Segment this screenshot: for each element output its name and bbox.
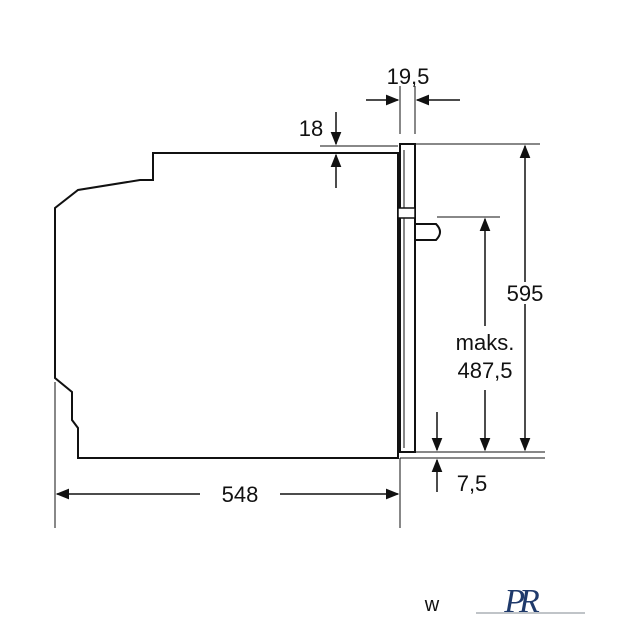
dim-487-label: 487,5 [457,358,512,383]
dim-19-label: 19,5 [387,64,430,89]
control-knob [414,223,441,241]
dim-548-label: 548 [222,482,259,507]
front-panel [399,143,416,453]
dim-max-label: maks. [456,330,515,355]
oven-body-outline [54,152,399,459]
watermark-text: w [424,594,440,616]
dim-7-label: 7,5 [457,471,488,496]
dim-595-label: 595 [507,281,544,306]
control-panel-step [397,207,416,219]
pr-monogram-logo: PR [476,583,585,620]
svg-text:PR: PR [503,583,540,620]
dim-18-label: 18 [299,116,323,141]
